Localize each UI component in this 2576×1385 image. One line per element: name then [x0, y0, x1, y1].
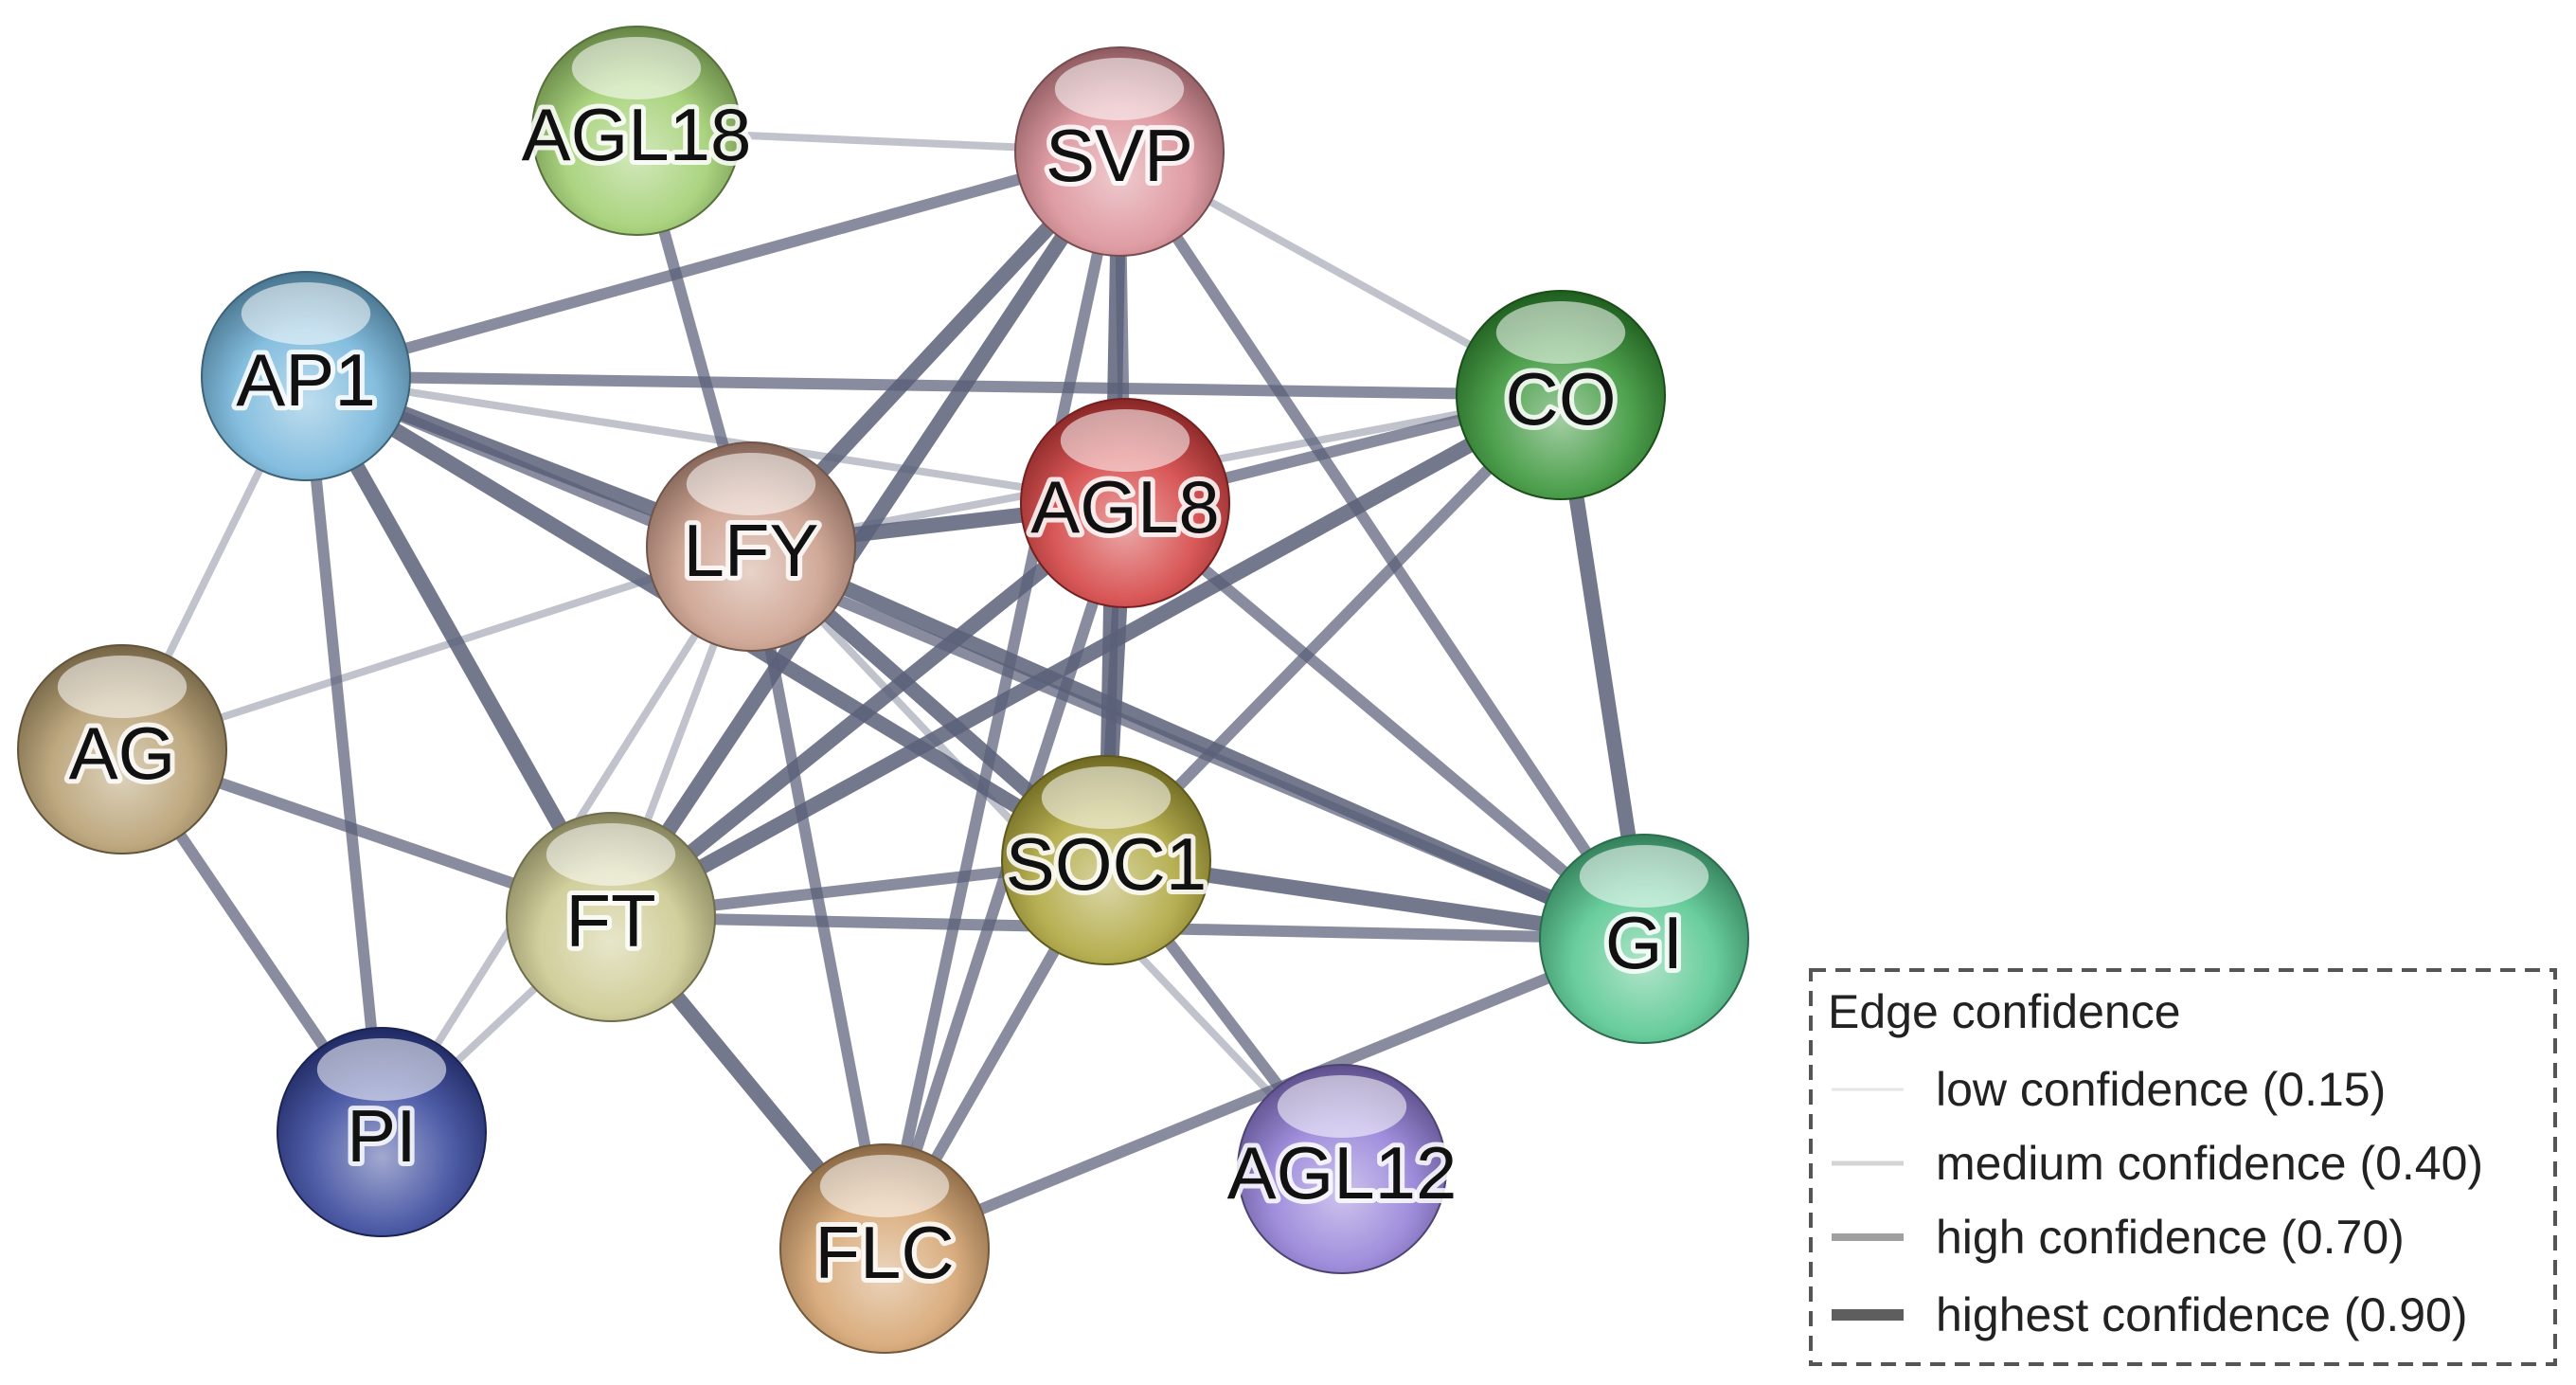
node-highlight: [57, 656, 188, 718]
node-label: GI: [1605, 901, 1683, 984]
node-ag[interactable]: AG: [17, 644, 227, 854]
node-flc[interactable]: FLC: [779, 1143, 990, 1354]
node-soc1[interactable]: SOC1: [1001, 755, 1211, 965]
node-svp[interactable]: SVP: [1014, 46, 1225, 257]
edge-agl8-ft: [603, 495, 1133, 925]
node-label: AG: [69, 711, 176, 795]
edge-ap1-agl8: [302, 372, 1129, 507]
node-label: PI: [347, 1094, 417, 1178]
edge-agl8-gi: [1119, 497, 1650, 944]
edge-co-ft: [603, 387, 1568, 925]
edge-svp-ap1: [300, 146, 1125, 382]
node-highlight: [571, 37, 702, 99]
edge-ap1-co: [300, 370, 1566, 401]
edge-lfy-ag: [118, 543, 755, 753]
edge-svp-gi: [1114, 146, 1650, 944]
node-highlight: [241, 282, 371, 345]
node-highlight: [1495, 301, 1626, 364]
node-pi[interactable]: PI: [277, 1027, 487, 1237]
edge-co-soc1: [1100, 389, 1566, 866]
node-label: AP1: [236, 338, 375, 422]
node-label: SOC1: [1006, 822, 1207, 906]
node-label: FT: [565, 879, 655, 962]
node-agl12[interactable]: AGL12: [1223, 1064, 1461, 1274]
edge-lfy-gi: [743, 539, 1652, 946]
legend-item-high: high confidence (0.70): [1936, 1211, 2405, 1264]
edge-confidence-legend: Edge confidence low confidence (0.15) me…: [1809, 968, 2557, 1366]
node-highlight: [1060, 409, 1190, 472]
node-label: CO: [1506, 357, 1617, 441]
node-highlight: [546, 823, 676, 886]
node-co[interactable]: CO: [1456, 290, 1666, 500]
node-ap1[interactable]: AP1: [201, 271, 411, 481]
legend-item-medium: medium confidence (0.40): [1936, 1137, 2483, 1190]
node-label: LFY: [683, 509, 818, 592]
node-highlight: [1041, 766, 1172, 829]
node-lfy[interactable]: LFY: [646, 441, 856, 652]
node-label: AGL18: [522, 93, 752, 176]
node-label: FLC: [814, 1211, 954, 1294]
node-gi[interactable]: GI: [1539, 834, 1749, 1044]
edge-ap1-pi: [300, 370, 387, 1138]
node-label: AGL12: [1227, 1131, 1458, 1214]
node-highlight: [1054, 58, 1185, 120]
node-highlight: [686, 453, 816, 515]
legend-frame: [1809, 968, 2557, 1366]
node-highlight: [1579, 845, 1709, 908]
node-agl8[interactable]: AGL8: [1020, 398, 1230, 608]
node-highlight: [819, 1155, 950, 1217]
node-label: SVP: [1046, 114, 1193, 197]
node-highlight: [1277, 1075, 1407, 1138]
node-highlight: [316, 1038, 447, 1101]
node-ft[interactable]: FT: [506, 812, 716, 1022]
legend-item-low: low confidence (0.15): [1936, 1063, 2386, 1116]
node-label: AGL8: [1030, 465, 1219, 549]
legend-item-highest: highest confidence (0.90): [1936, 1288, 2467, 1341]
edge-gi-flc: [879, 933, 1650, 1254]
legend-title: Edge confidence: [1828, 985, 2181, 1038]
node-agl18[interactable]: AGL18: [517, 26, 756, 236]
